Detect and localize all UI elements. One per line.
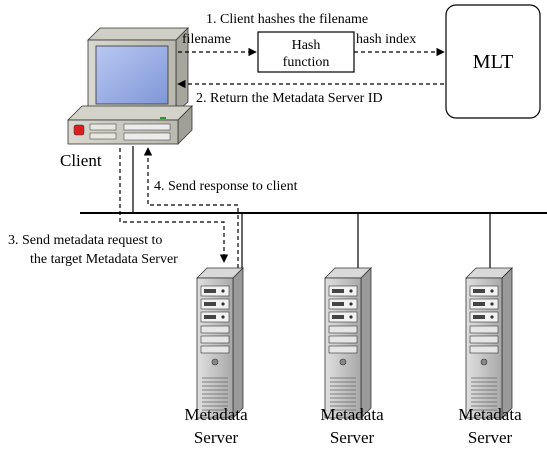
response-path: [143, 147, 239, 268]
step1-label: 1. Client hashes the filename: [206, 12, 368, 27]
hash-function-label-line1: Hash: [292, 38, 321, 53]
mlt-label: MLT: [473, 51, 513, 73]
mlt-box: [445, 4, 541, 119]
server1-label-line2: Server: [194, 428, 239, 447]
hash-function-box: [257, 31, 355, 73]
server3-label-line1: Metadata: [458, 405, 522, 424]
server2-label-line2: Server: [330, 428, 375, 447]
client-label: Client: [60, 151, 102, 170]
metadata-server-1-icon: [196, 267, 244, 419]
metadata-server-2-icon: [324, 267, 372, 419]
step2-label: 2. Return the Metadata Server ID: [196, 91, 383, 106]
server1-label-line1: Metadata: [184, 405, 248, 424]
step3-label-line1: 3. Send metadata request to: [8, 233, 162, 248]
server2-label-line1: Metadata: [320, 405, 384, 424]
step4-label: 4. Send response to client: [154, 179, 298, 194]
hash-function-label-line2: function: [283, 55, 330, 70]
hash-index-label: hash index: [356, 32, 416, 47]
client-computer-icon: [67, 27, 193, 145]
step3-label-line2: the target Metadata Server: [30, 252, 178, 267]
server3-label-line2: Server: [468, 428, 513, 447]
filename-label: filename: [182, 32, 231, 47]
metadata-server-3-icon: [465, 267, 513, 419]
metadata-request-path: [119, 148, 229, 263]
